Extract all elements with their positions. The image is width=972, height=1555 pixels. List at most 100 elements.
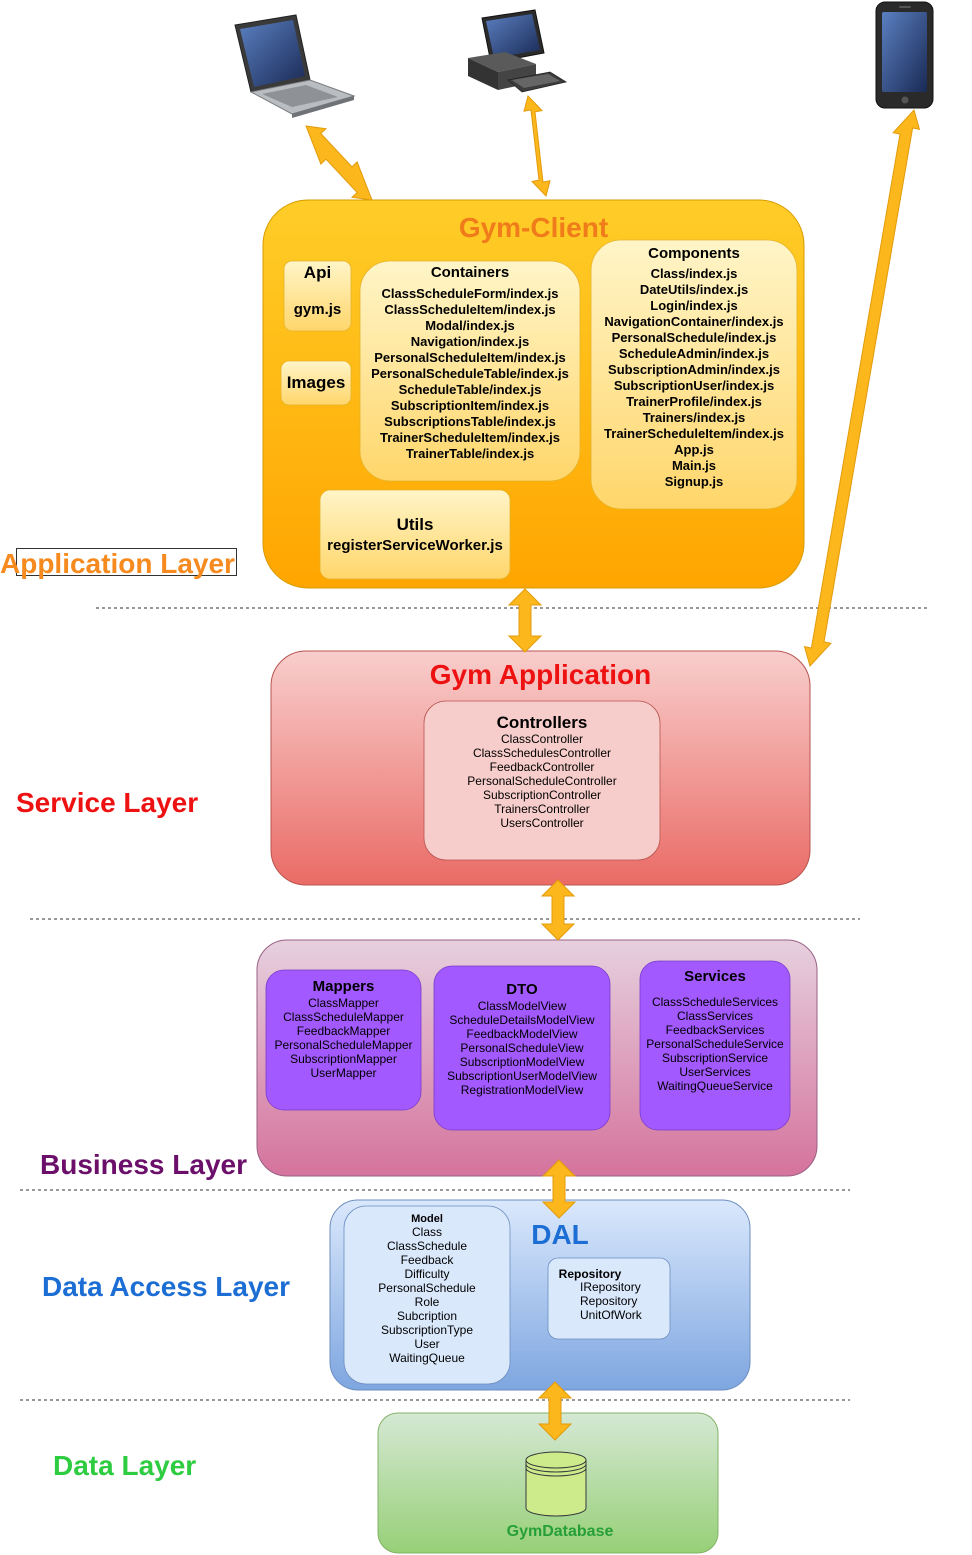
list-item: WaitingQueue xyxy=(389,1351,465,1365)
mappers-title: Mappers xyxy=(312,978,375,995)
desktop-computer-icon xyxy=(468,9,568,93)
arrow-dal-data xyxy=(537,1381,573,1441)
list-item: UserMapper xyxy=(310,1066,377,1080)
list-item: UsersController xyxy=(500,816,584,830)
list-item: ClassScheduleForm/index.js xyxy=(381,286,559,301)
list-item: NavigationContainer/index.js xyxy=(604,314,784,329)
dto-title: DTO xyxy=(506,981,538,998)
list-item: ClassSchedulesController xyxy=(472,746,612,760)
laptop-icon xyxy=(234,14,356,118)
components-list: Class/index.js DateUtils/index.js Login/… xyxy=(591,266,797,490)
arrows xyxy=(305,95,921,1441)
list-item: FeedbackModelView xyxy=(466,1027,578,1041)
arrow-client-application xyxy=(507,588,543,653)
components-box xyxy=(590,239,798,510)
list-item: Feedback xyxy=(400,1253,454,1267)
list-item: ClassController xyxy=(500,732,584,746)
arrow-application-business xyxy=(540,879,576,941)
list-item: Main.js xyxy=(671,458,717,473)
gym-application-title: Gym Application xyxy=(429,659,652,690)
arrow-desktop-client xyxy=(523,95,551,197)
images-box xyxy=(280,360,352,406)
utils-title: Utils xyxy=(396,515,434,534)
utils-box-content: Utils registerServiceWorker.js xyxy=(320,515,510,554)
database-cylinder-icon xyxy=(525,1451,587,1517)
images-title: Images xyxy=(286,373,346,392)
list-item: ClassServices xyxy=(676,1009,754,1023)
api-box-content: Api gym.js xyxy=(284,263,351,318)
list-item: ClassModelView xyxy=(477,999,567,1013)
list-item: SubscriptionService xyxy=(661,1051,769,1065)
list-item: TrainersController xyxy=(494,802,590,816)
list-item: SubscriptionUserModelView xyxy=(447,1069,597,1083)
mappers-box xyxy=(265,969,422,1111)
list-item: ClassSchedule xyxy=(386,1239,468,1253)
list-item: App.js xyxy=(674,442,714,457)
mappers-box-content: Mappers ClassMapper ClassScheduleMapper … xyxy=(266,978,421,1080)
list-item: Class xyxy=(411,1225,442,1239)
repository-box-content: Repository IRepository Repository UnitOf… xyxy=(548,1268,670,1322)
list-item: IRepository xyxy=(580,1280,641,1294)
application-layer-label: Application Layer xyxy=(0,548,235,579)
model-title: Model xyxy=(411,1213,443,1225)
list-item: SubscriptionItem/index.js xyxy=(390,398,550,413)
list-item: DateUtils/index.js xyxy=(639,282,749,297)
model-list: Class ClassSchedule Feedback Difficulty … xyxy=(344,1225,510,1365)
list-item: Difficulty xyxy=(404,1267,450,1281)
list-item: Repository xyxy=(580,1294,638,1308)
list-item: SubscriptionUser/index.js xyxy=(613,378,775,393)
list-item: PersonalScheduleTable/index.js xyxy=(371,366,569,381)
list-item: ClassScheduleServices xyxy=(651,995,779,1009)
list-item: FeedbackServices xyxy=(665,1023,765,1037)
list-item: TrainerTable/index.js xyxy=(405,446,535,461)
controllers-box xyxy=(423,700,661,861)
list-item: ClassScheduleMapper xyxy=(283,1010,404,1024)
dto-box xyxy=(433,965,611,1131)
services-box-content: Services ClassScheduleServices ClassServ… xyxy=(640,968,790,1093)
api-title: Api xyxy=(303,263,332,282)
model-box xyxy=(343,1205,511,1385)
containers-box-content: Containers ClassScheduleForm/index.js Cl… xyxy=(360,264,580,462)
list-item: Class/index.js xyxy=(650,266,738,281)
data-access-layer-label: Data Access Layer xyxy=(42,1271,291,1302)
services-box xyxy=(639,960,791,1131)
list-item: SubscriptionAdmin/index.js xyxy=(608,362,780,377)
list-item: Navigation/index.js xyxy=(410,334,530,349)
list-item: UnitOfWork xyxy=(580,1308,642,1322)
api-file: gym.js xyxy=(293,301,342,318)
gym-database-label: GymDatabase xyxy=(506,1523,614,1540)
list-item: User xyxy=(414,1337,440,1351)
layer-separators xyxy=(20,607,928,1401)
application-layer-label-box xyxy=(16,548,237,576)
containers-list: ClassScheduleForm/index.js ClassSchedule… xyxy=(360,286,580,462)
controllers-title: Controllers xyxy=(496,713,588,732)
model-box-content: Model Class ClassSchedule Feedback Diffi… xyxy=(344,1213,510,1365)
list-item: ClassScheduleItem/index.js xyxy=(384,302,556,317)
dto-list: ClassModelView ScheduleDetailsModelView … xyxy=(434,999,610,1097)
list-item: TrainerScheduleItem/index.js xyxy=(380,430,560,445)
list-item: Trainers/index.js xyxy=(642,410,746,425)
smartphone-icon xyxy=(875,1,934,109)
data-layer-label: Data Layer xyxy=(53,1450,197,1481)
list-item: Login/index.js xyxy=(650,298,738,313)
dal-title: DAL xyxy=(531,1219,589,1250)
list-item: FeedbackController xyxy=(489,760,595,774)
list-item: PersonalScheduleMapper xyxy=(274,1038,413,1052)
services-title: Services xyxy=(684,968,746,985)
list-item: Modal/index.js xyxy=(425,318,515,333)
list-item: Subcription xyxy=(396,1309,458,1323)
components-title: Components xyxy=(648,245,740,262)
list-item: WaitingQueueService xyxy=(657,1079,773,1093)
list-item: SubscriptionMapper xyxy=(290,1052,397,1066)
list-item: PersonalScheduleService xyxy=(646,1037,784,1051)
mappers-list: ClassMapper ClassScheduleMapper Feedback… xyxy=(266,996,421,1080)
repository-title: Repository xyxy=(558,1267,622,1281)
list-item: PersonalSchedule/index.js xyxy=(611,330,777,345)
arrow-phone-application xyxy=(803,109,921,667)
controllers-box-content: Controllers ClassController ClassSchedul… xyxy=(424,713,660,831)
list-item: FeedbackMapper xyxy=(296,1024,391,1038)
containers-title: Containers xyxy=(430,264,510,281)
dto-box-content: DTO ClassModelView ScheduleDetailsModelV… xyxy=(434,981,610,1097)
list-item: Role xyxy=(414,1295,440,1309)
